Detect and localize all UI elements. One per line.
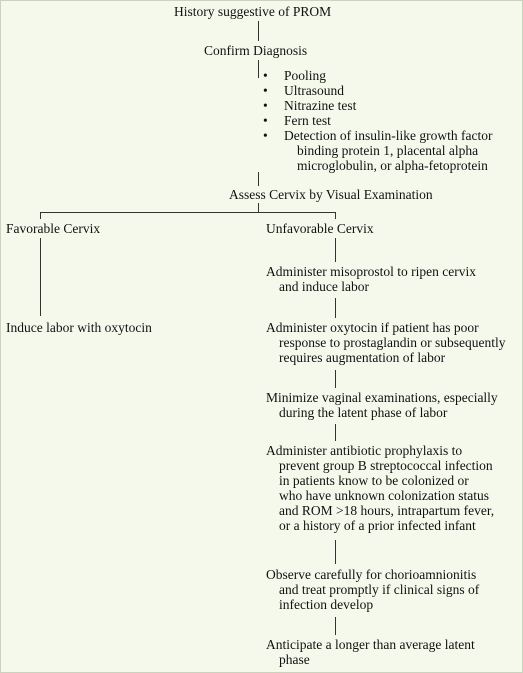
step-misoprostol: Administer misoprostol to ripen cervix a…	[266, 264, 476, 294]
connector-confirm-tests	[258, 60, 259, 78]
bullet-marker: •	[263, 113, 268, 128]
favorable-cervix-node: Favorable Cervix	[6, 221, 101, 236]
test-item: • Fern test	[263, 113, 331, 128]
diagnostic-tests-list: • Pooling • Ultrasound • Nitrazine test …	[263, 68, 492, 173]
step-oxytocin: Administer oxytocin if patient has poor …	[266, 320, 506, 365]
test-item: • Pooling	[263, 68, 327, 83]
confirm-diagnosis-node: Confirm Diagnosis	[204, 43, 308, 58]
assess-cervix-node: Assess Cervix by Visual Examination	[229, 187, 433, 202]
step-minimize-exams: Minimize vaginal examinations, especiall…	[266, 390, 498, 420]
connector-step2-step3	[335, 370, 336, 388]
test-item: • Nitrazine test	[263, 98, 357, 113]
connector-history-confirm	[258, 21, 259, 41]
branch-line	[40, 212, 335, 213]
connector-branch-favorable	[40, 212, 41, 219]
bullet-marker: •	[263, 128, 268, 143]
bullet-marker: •	[263, 68, 268, 83]
connector-branch-unfavorable	[335, 212, 336, 219]
connector-tests-assess	[258, 172, 259, 186]
bullet-marker: •	[263, 98, 268, 113]
bullet-marker: •	[263, 83, 268, 98]
connector-step4-step5	[335, 540, 336, 564]
induce-oxytocin-node: Induce labor with oxytocin	[6, 320, 152, 335]
step-observe: Observe carefully for chorioamnionitis a…	[266, 567, 480, 612]
step-anticipate: Anticipate a longer than average latent …	[266, 637, 475, 667]
step-antibiotic: Administer antibiotic prophylaxis to pre…	[266, 443, 495, 533]
connector-assess-branch	[258, 203, 259, 212]
connector-unfavorable-step1	[335, 238, 336, 262]
history-node: History suggestive of PROM	[174, 4, 332, 19]
connector-step5-step6	[335, 617, 336, 635]
connector-step1-step2	[335, 298, 336, 318]
test-item: • Detection of insulin-like growth facto…	[263, 128, 493, 173]
connector-step3-step4	[335, 424, 336, 441]
unfavorable-cervix-node: Unfavorable Cervix	[266, 221, 374, 236]
test-item: • Ultrasound	[263, 83, 344, 98]
connector-favorable-action	[40, 238, 41, 316]
